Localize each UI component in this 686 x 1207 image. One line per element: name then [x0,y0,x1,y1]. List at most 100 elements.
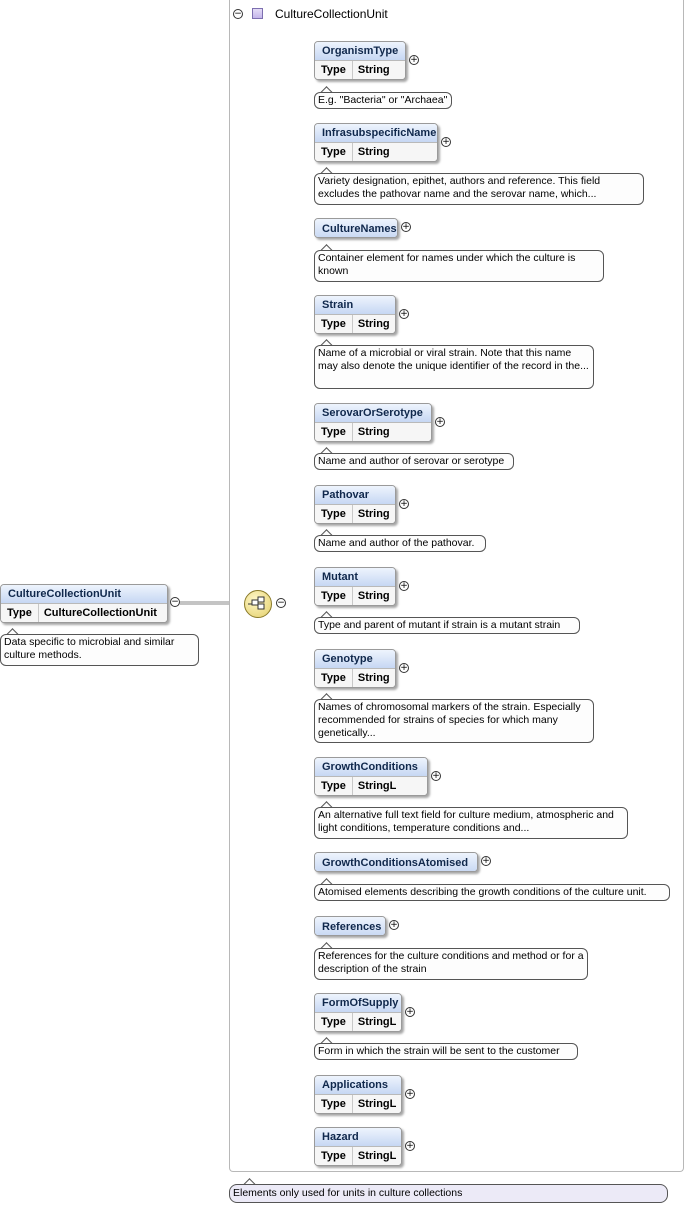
expand-toggle-hazard[interactable]: + [405,1141,415,1151]
element-name: Mutant [315,568,395,586]
element-name: References [315,917,385,935]
complex-type-icon [252,8,263,19]
doc-organismtype: E.g. "Bacteria" or "Archaea" [314,92,452,109]
group-doc: Elements only used for units in culture … [229,1184,668,1203]
type-key: Type [315,423,353,441]
element-type: Type String [315,142,437,161]
element-type: Type StringL [315,776,427,795]
element-name: OrganismType [315,42,405,60]
expand-toggle-culturenames[interactable]: + [401,222,411,232]
element-name: CultureNames [315,219,397,237]
expand-toggle-infrasubspecificname[interactable]: + [441,137,451,147]
element-type: Type StringL [315,1094,401,1113]
expand-toggle-organismtype[interactable]: + [409,55,419,65]
doc-serovarorserotype: Name and author of serovar or serotype [314,453,514,470]
type-value: String [357,508,390,520]
element-name: GrowthConditions [315,758,427,776]
type-key: Type [315,777,353,795]
element-name: Hazard [315,1128,401,1146]
expand-toggle-pathovar[interactable]: + [399,499,409,509]
expand-toggle-growthconditionsatomised[interactable]: + [481,856,491,866]
type-key: Type [315,587,353,605]
type-key: Type [1,604,39,622]
type-value: String [357,590,390,602]
type-key: Type [315,1095,353,1113]
doc-growthconditions: An alternative full text field for cultu… [314,807,628,839]
type-value: StringL [357,780,397,792]
doc-strain: Name of a microbial or viral strain. Not… [314,345,594,389]
type-key: Type [315,61,353,79]
doc-infrasubspecificname: Variety designation, epithet, authors an… [314,173,644,205]
expand-toggle-strain[interactable]: + [399,309,409,319]
root-element-name: CultureCollectionUnit [1,585,167,603]
type-key: Type [315,143,353,161]
element-name: Strain [315,296,395,314]
type-key: Type [315,1013,353,1031]
element-name: SerovarOrSerotype [315,404,431,422]
doc-growthconditionsatomised: Atomised elements describing the growth … [314,884,670,901]
expand-toggle-mutant[interactable]: + [399,581,409,591]
doc-references: References for the culture conditions an… [314,948,588,980]
element-type: Type String [315,668,395,687]
doc-pathovar: Name and author of the pathovar. [314,535,486,552]
element-name: GrowthConditionsAtomised [315,853,477,871]
root-element[interactable]: CultureCollectionUnit Type CultureCollec… [0,584,168,623]
type-key: Type [315,315,353,333]
doc-genotype: Names of chromosomal markers of the stra… [314,699,594,743]
sequence-icon [248,596,265,610]
type-value: String [357,672,390,684]
element-type: Type String [315,60,405,79]
type-value: StringL [357,1150,397,1162]
group-collapse-toggle[interactable]: − [233,9,243,19]
element-growthconditionsatomised[interactable]: GrowthConditionsAtomised [314,852,478,872]
expand-toggle-references[interactable]: + [389,920,399,930]
type-key: Type [315,505,353,523]
type-value: String [357,64,390,76]
type-value: String [357,318,390,330]
root-element-type: Type CultureCollectionUnit [1,603,167,622]
element-type: Type String [315,314,395,333]
element-type: Type StringL [315,1012,401,1031]
root-collapse-toggle[interactable]: − [170,597,180,607]
type-value: StringL [357,1016,397,1028]
doc-formofsupply: Form in which the strain will be sent to… [314,1043,578,1060]
element-name: Applications [315,1076,401,1094]
element-type: Type String [315,586,395,605]
sequence-collapse-toggle[interactable]: − [276,598,286,608]
element-type: Type StringL [315,1146,401,1165]
expand-toggle-genotype[interactable]: + [399,663,409,673]
element-name: FormOfSupply [315,994,401,1012]
group-title: CultureCollectionUnit [275,7,388,21]
type-value: String [357,426,390,438]
element-type: Type String [315,504,395,523]
type-value: String [357,146,390,158]
root-doc: Data specific to microbial and similar c… [0,634,199,666]
doc-culturenames: Container element for names under which … [314,250,604,282]
element-name: Genotype [315,650,395,668]
element-name: Pathovar [315,486,395,504]
type-key: Type [315,669,353,687]
expand-toggle-serovarorserotype[interactable]: + [435,417,445,427]
element-type: Type String [315,422,431,441]
sequence-compositor[interactable] [244,590,272,618]
expand-toggle-applications[interactable]: + [405,1089,415,1099]
element-references[interactable]: References [314,916,386,936]
expand-toggle-growthconditions[interactable]: + [431,771,441,781]
type-value: StringL [357,1098,397,1110]
element-culturenames[interactable]: CultureNames [314,218,398,238]
element-name: InfrasubspecificName [315,124,437,142]
type-key: Type [315,1147,353,1165]
expand-toggle-formofsupply[interactable]: + [405,1007,415,1017]
type-value: CultureCollectionUnit [43,607,157,619]
